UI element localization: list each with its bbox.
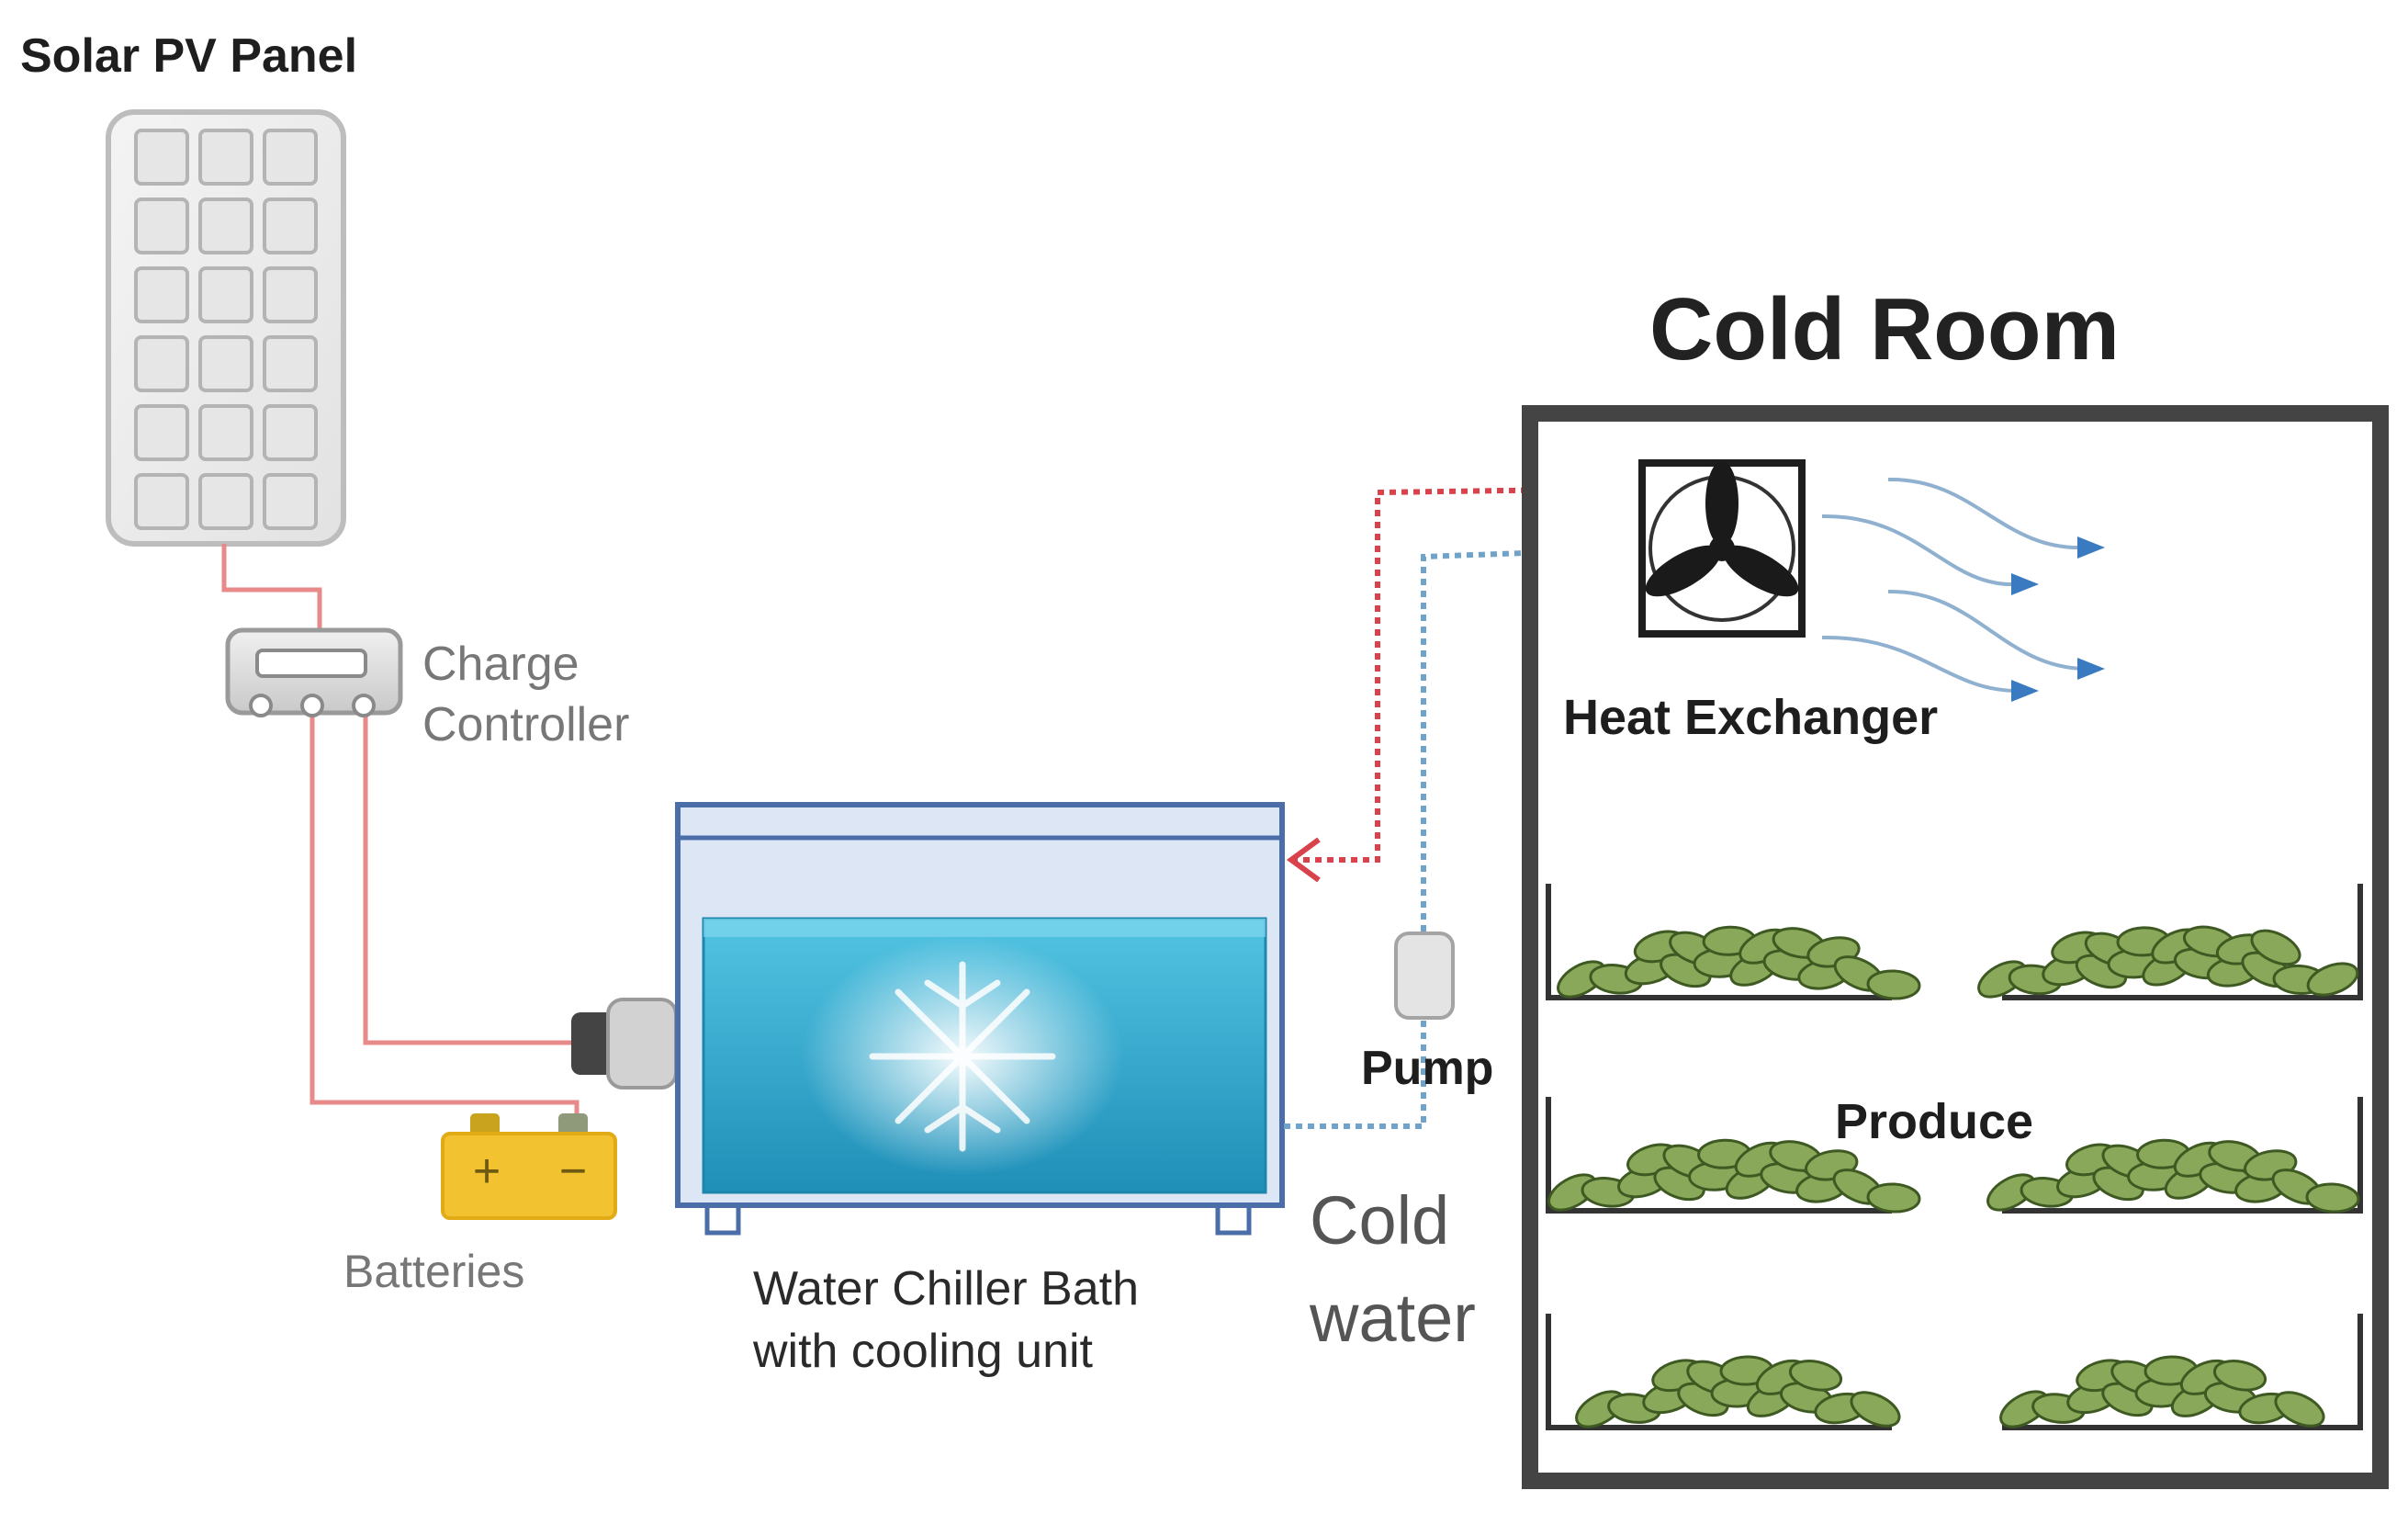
- pump: [1394, 932, 1455, 1020]
- solar-cell: [134, 404, 189, 461]
- solar-cell: [134, 129, 189, 186]
- solar-cell: [198, 266, 253, 323]
- charge-controller-label-line2: Controller: [422, 698, 630, 751]
- air-flow-arrows: [1821, 477, 2086, 693]
- solar-cell: [198, 129, 253, 186]
- charge-controller-label-line1: Charge: [422, 638, 579, 691]
- solar-cell: [263, 404, 318, 461]
- battery-plus-sign: +: [473, 1145, 501, 1198]
- solar-cell: [198, 335, 253, 392]
- solar-cell: [134, 266, 189, 323]
- pump-label: Pump: [1361, 1042, 1494, 1095]
- fan-icon: [1645, 461, 1799, 597]
- produce-pile: [1986, 1138, 2360, 1214]
- cold-room-title: Cold Room: [1649, 280, 2120, 378]
- solar-panel-cells: [134, 129, 318, 530]
- heat-exchanger-label: Heat Exchanger: [1563, 690, 1939, 745]
- chiller-label-line1: Water Chiller Bath: [753, 1262, 1139, 1315]
- solar-cell: [263, 129, 318, 186]
- solar-cell: [198, 473, 253, 530]
- charge-controller: [225, 627, 403, 717]
- cold-water-label-line2: water: [1310, 1280, 1476, 1356]
- battery-minus-sign: −: [559, 1145, 587, 1198]
- solar-cell: [198, 404, 253, 461]
- chiller-label-line2: with cooling unit: [753, 1325, 1093, 1378]
- produce-piles: [1547, 925, 2360, 1428]
- produce-pile: [1977, 925, 2359, 999]
- warm-flow-arrowhead-icon: [1286, 837, 1321, 883]
- solar-cell: [134, 335, 189, 392]
- air-flow-arrowheads-icon: [2011, 536, 2105, 702]
- solar-cell: [134, 198, 189, 254]
- solar-cell: [198, 198, 253, 254]
- produce-pile: [1999, 1355, 2325, 1428]
- heat-exchanger: [1638, 459, 1806, 638]
- solar-panel: [106, 109, 346, 547]
- water-chiller-bath: [675, 802, 1285, 1236]
- battery: + −: [441, 1113, 617, 1220]
- cooling-unit: [571, 998, 678, 1090]
- batteries-label: Batteries: [343, 1246, 525, 1297]
- cold-room: [1522, 405, 2389, 1489]
- ice-crystal-icon: [802, 937, 1123, 1176]
- cold-water-label-line1: Cold: [1310, 1182, 1450, 1259]
- produce-pile: [1557, 925, 1921, 1000]
- solar-panel-label: Solar PV Panel: [20, 29, 358, 83]
- warm-water-return-line: [1286, 486, 1636, 883]
- produce-label: Produce: [1835, 1094, 2034, 1149]
- solar-cell: [263, 335, 318, 392]
- solar-cell: [134, 473, 189, 530]
- solar-cell: [263, 473, 318, 530]
- produce-pile: [1575, 1355, 1901, 1428]
- produce-pile: [1547, 1138, 1921, 1214]
- solar-cell: [263, 198, 318, 254]
- solar-cell: [263, 266, 318, 323]
